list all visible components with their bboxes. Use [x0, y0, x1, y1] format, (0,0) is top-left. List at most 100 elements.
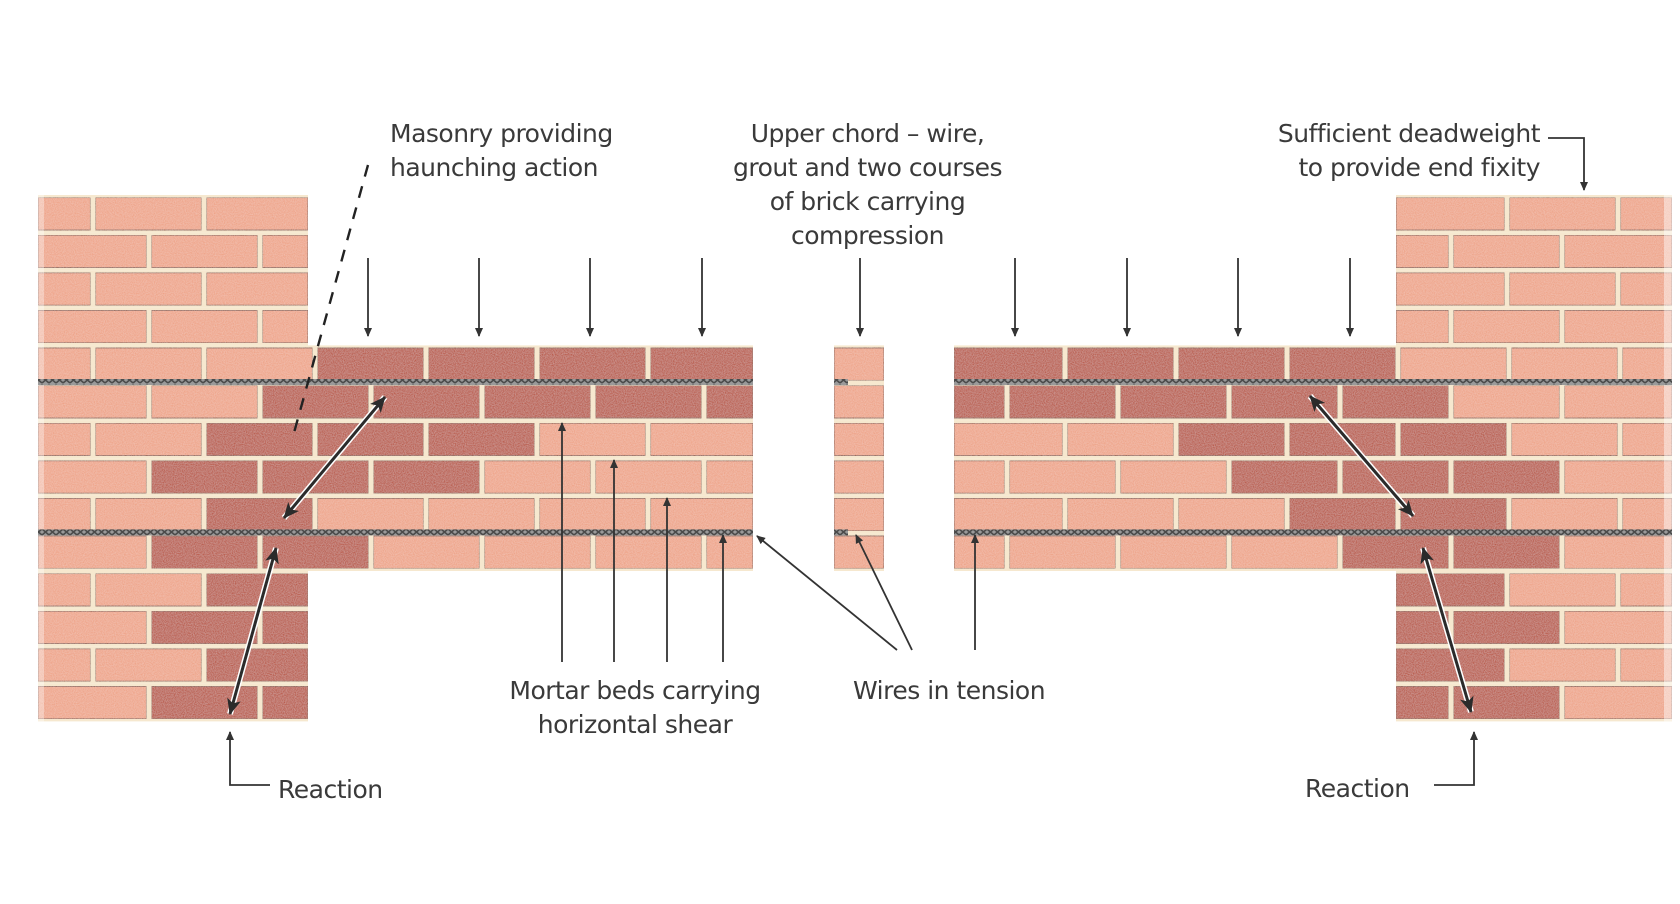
- label-reaction-left-text: Reaction: [278, 775, 383, 804]
- brick: [953, 497, 1064, 532]
- wire-right-upper: [954, 379, 1672, 385]
- brick: [37, 648, 92, 682]
- brick: [1619, 196, 1673, 231]
- brick-dark: [1341, 535, 1450, 570]
- brick: [1399, 347, 1508, 382]
- brick-dark: [205, 648, 309, 682]
- brick: [37, 196, 92, 231]
- brick: [261, 234, 309, 269]
- tension-wires: [38, 379, 1672, 536]
- brick-dark: [1177, 422, 1286, 457]
- wire-section-lower: [834, 529, 848, 536]
- brick-dark: [1452, 460, 1561, 494]
- brick: [705, 535, 754, 570]
- brick-dark: [261, 685, 309, 720]
- label-upper-chord-line3: of brick carrying: [769, 187, 966, 216]
- wire-leader-arrow: [756, 535, 898, 651]
- brick-dark: [1288, 347, 1397, 382]
- brick-dark: [1288, 497, 1397, 532]
- brick-dark: [594, 384, 703, 419]
- brick: [205, 347, 314, 382]
- brick-dark: [1288, 422, 1397, 457]
- label-deadweight: Sufficient deadweight to provide end fix…: [1195, 117, 1541, 185]
- brick: [1619, 272, 1673, 306]
- thrust-arrow: [227, 547, 279, 715]
- brick: [372, 535, 481, 570]
- label-mortar-beds-line1: Mortar beds carrying: [509, 676, 761, 705]
- brick-dark: [1177, 347, 1286, 382]
- brick: [483, 535, 592, 570]
- label-upper-chord-line1: Upper chord – wire,: [750, 119, 985, 148]
- brick-dark: [649, 347, 754, 382]
- brick-dark: [150, 610, 259, 645]
- brick: [538, 422, 647, 457]
- brick: [1508, 272, 1617, 306]
- brick: [1008, 460, 1117, 494]
- thrust-arrow: [1308, 395, 1415, 517]
- brick-dark: [150, 535, 259, 570]
- brick: [1452, 309, 1561, 344]
- label-upper-chord-line2: grout and two courses: [732, 153, 1003, 182]
- brick: [594, 535, 703, 570]
- brick-dark: [427, 422, 536, 457]
- brick-dark: [372, 384, 481, 419]
- label-haunching: Masonry providing haunching action: [390, 117, 613, 185]
- wire-right-lower: [954, 529, 1672, 536]
- brick: [37, 685, 148, 720]
- brick-dark: [1452, 610, 1561, 645]
- section-brick: [833, 460, 885, 494]
- brick: [1066, 497, 1175, 532]
- brick-dark: [205, 572, 309, 607]
- left-fade: [30, 195, 44, 722]
- brick-dark: [1395, 572, 1506, 607]
- brick: [1510, 347, 1619, 382]
- brick: [94, 347, 203, 382]
- brick-dark: [538, 347, 647, 382]
- brick: [1395, 234, 1450, 269]
- label-wires-line1: Wires in tension: [853, 676, 1046, 705]
- wire-left-lower: [38, 529, 753, 536]
- brick: [1177, 497, 1286, 532]
- brick: [1395, 309, 1450, 344]
- brick: [1119, 535, 1228, 570]
- brick: [1563, 610, 1673, 645]
- brick-dark: [372, 460, 481, 494]
- brick: [94, 572, 203, 607]
- brick: [1119, 460, 1228, 494]
- label-deadweight-line1: Sufficient deadweight: [1277, 119, 1541, 148]
- brick-dark: [1341, 384, 1450, 419]
- brick: [1508, 648, 1617, 682]
- right-fade: [1664, 195, 1678, 722]
- brick: [649, 422, 754, 457]
- brick: [37, 460, 148, 494]
- brick-dark: [150, 460, 259, 494]
- label-reaction-right-text: Reaction: [1305, 774, 1410, 803]
- label-haunching-line1: Masonry providing: [390, 119, 613, 148]
- brick-dark: [150, 685, 259, 720]
- brick: [37, 610, 148, 645]
- brick: [261, 309, 309, 344]
- brick: [1563, 685, 1673, 720]
- label-mortar-beds-line2: horizontal shear: [537, 710, 733, 739]
- label-reaction-right: Reaction: [1305, 772, 1410, 806]
- brick: [953, 460, 1006, 494]
- reaction-left-arrow: [226, 731, 270, 786]
- label-wires-in-tension: Wires in tension: [853, 674, 1046, 708]
- brick-dark: [1341, 460, 1450, 494]
- reaction-right-arrow: [1434, 731, 1478, 786]
- brick: [427, 497, 536, 532]
- brick: [205, 196, 309, 231]
- wire-left-upper: [38, 379, 753, 385]
- brick-dark: [1230, 460, 1339, 494]
- brick: [37, 384, 148, 419]
- brick-courses: [30, 195, 1678, 722]
- brick: [1563, 460, 1673, 494]
- brick: [1395, 272, 1506, 306]
- brick-dark: [205, 422, 314, 457]
- brick: [37, 572, 92, 607]
- brick: [649, 497, 754, 532]
- label-deadweight-line2: to provide end fixity: [1298, 153, 1540, 182]
- brick: [150, 309, 259, 344]
- brick: [150, 234, 259, 269]
